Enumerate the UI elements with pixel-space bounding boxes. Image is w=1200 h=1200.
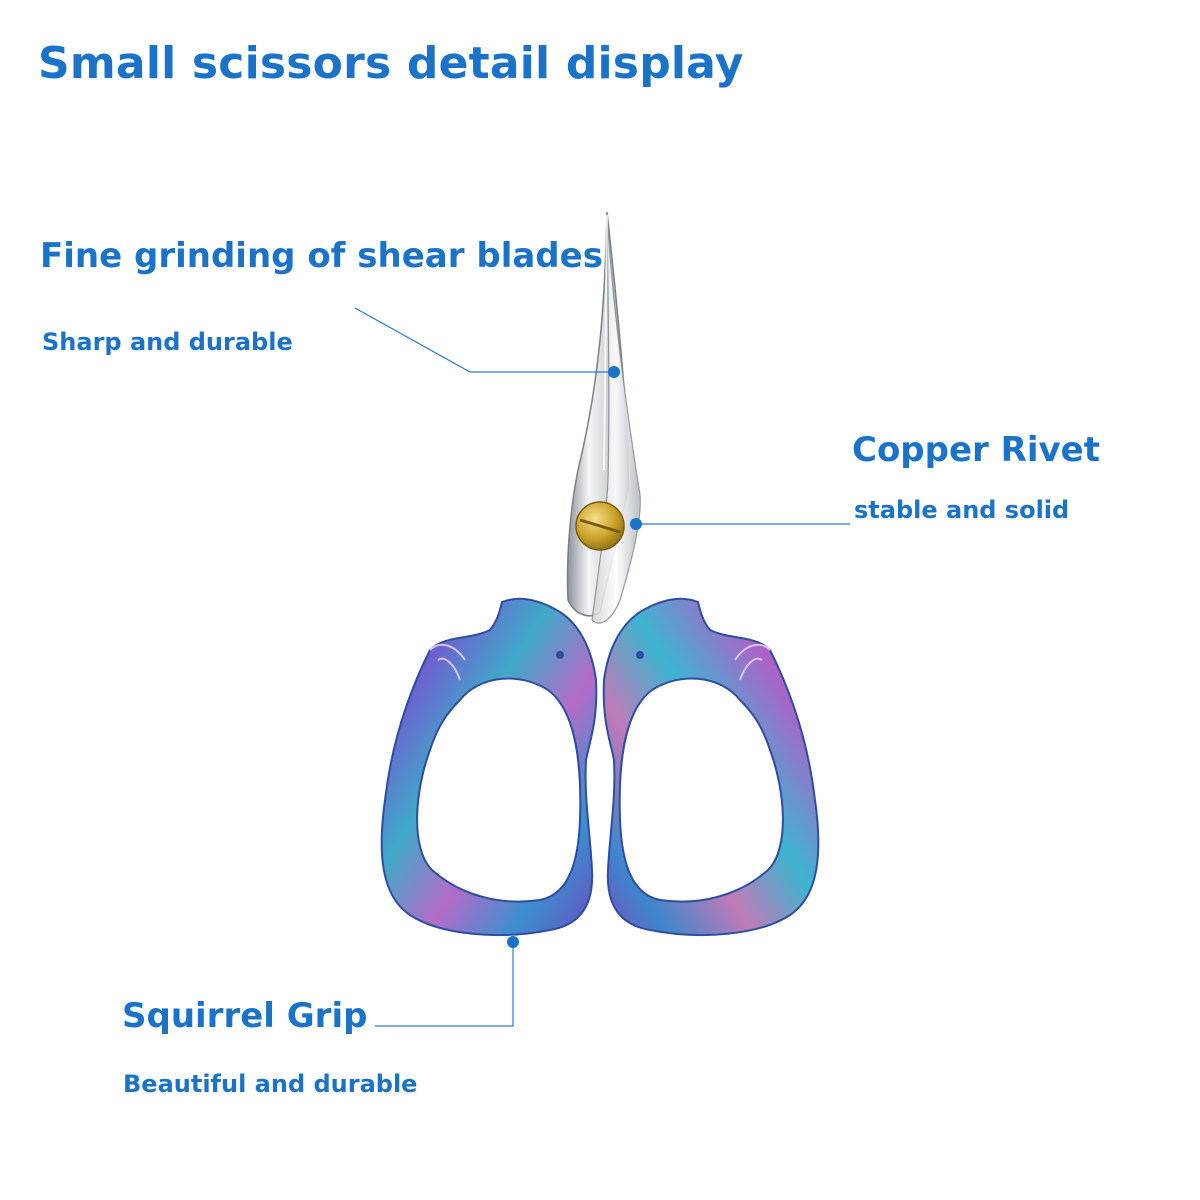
left-squirrel-handle xyxy=(380,597,598,936)
right-squirrel-handle xyxy=(602,597,820,936)
rivet-heading: Copper Rivet xyxy=(852,430,1100,470)
rivet-dot xyxy=(630,518,642,530)
page-title: Small scissors detail display xyxy=(38,38,744,89)
blades-heading: Fine grinding of shear blades xyxy=(40,236,603,276)
copper-rivet xyxy=(575,501,625,551)
grip-dot xyxy=(507,936,519,948)
callout-leaders xyxy=(354,307,850,1027)
scissor-blades xyxy=(566,211,641,624)
rivet-detail: stable and solid xyxy=(854,496,1070,524)
grip-heading: Squirrel Grip xyxy=(122,996,368,1036)
grip-leader xyxy=(375,944,514,1027)
blades-dot xyxy=(608,366,620,378)
blades-leader xyxy=(354,307,612,373)
blades-detail: Sharp and durable xyxy=(42,328,293,356)
callout-dots xyxy=(507,366,642,948)
grip-detail: Beautiful and durable xyxy=(123,1070,418,1098)
